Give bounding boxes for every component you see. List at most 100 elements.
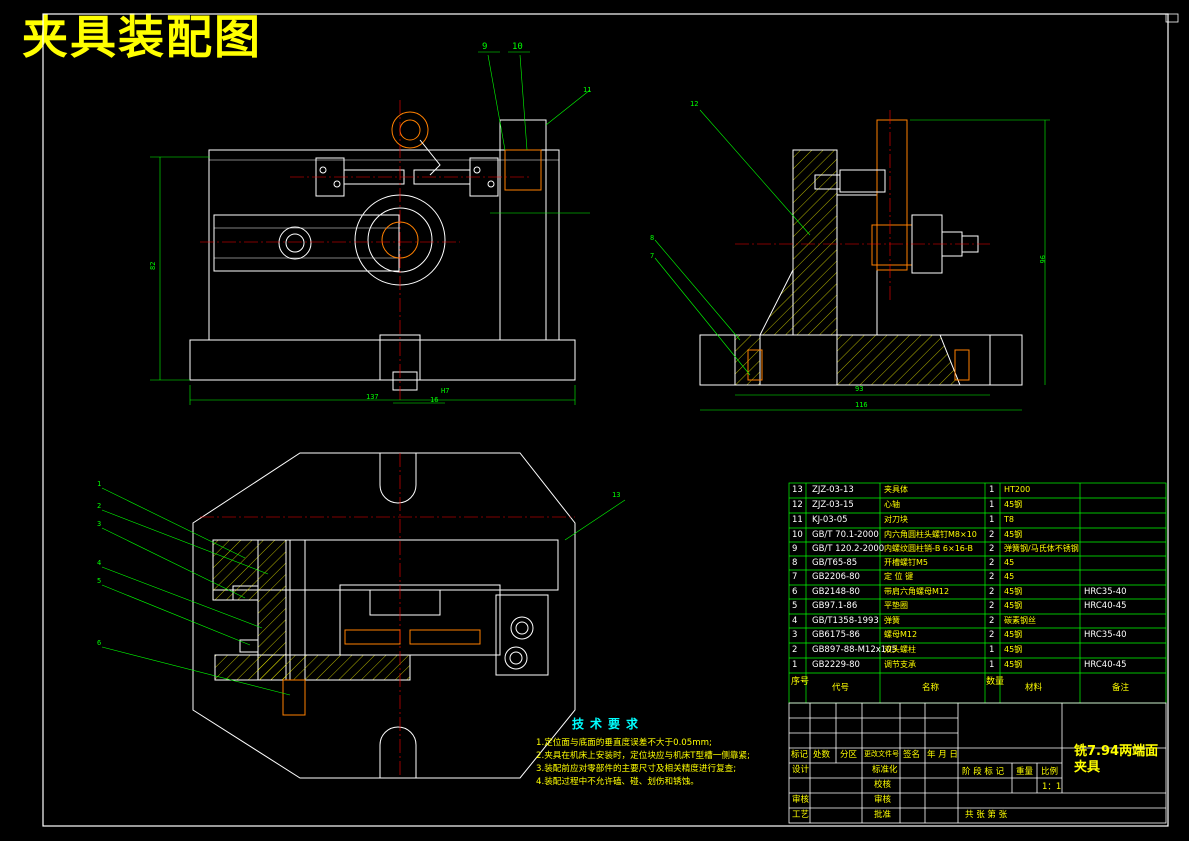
balloon-5: 5: [97, 577, 101, 585]
parts-remark-cell: HRC35-40: [1084, 587, 1127, 597]
parts-material-cell: 45钢: [1004, 645, 1023, 654]
parts-name-cell: 调节支承: [884, 660, 916, 669]
parts-no-cell: 7: [792, 572, 798, 582]
parts-material-cell: 弹簧钢/马氏体不锈钢: [1004, 544, 1079, 553]
parts-qty-cell: 2: [989, 558, 995, 568]
header-code: 代号: [832, 683, 850, 693]
parts-no-cell: 1: [792, 660, 798, 670]
parts-name-cell: 带肩六角螺母M12: [884, 587, 950, 596]
parts-name-cell: 内螺纹圆柱销-B 6×16-B: [884, 544, 973, 553]
tb-design: 设计: [792, 765, 810, 775]
tb-sign: 签名: [903, 750, 921, 760]
parts-no-cell: 5: [792, 601, 798, 611]
parts-code-cell: KJ-03-05: [812, 515, 848, 525]
balloon-10: 10: [512, 42, 523, 52]
parts-remark-cell: HRC40-45: [1084, 660, 1127, 670]
parts-name-cell: 夹具体: [884, 485, 908, 494]
parts-no-cell: 10: [792, 530, 803, 540]
tb-scale-label: 比例: [1041, 767, 1059, 777]
side-dimensions: [654, 109, 1050, 411]
balloon-4: 4: [97, 559, 101, 567]
tb-standardize: 标准化: [872, 765, 898, 775]
balloon-7: 7: [650, 252, 654, 260]
dim-slot-tol: H7: [441, 387, 449, 395]
tb-process: 工艺: [792, 810, 810, 820]
parts-name-cell: 弹簧: [884, 616, 900, 625]
front-view: [189, 100, 576, 400]
parts-no-cell: 4: [792, 616, 798, 626]
parts-qty-cell: 1: [989, 485, 995, 495]
parts-qty-cell: 2: [989, 530, 995, 540]
parts-code-cell: GB/T65-85: [812, 558, 858, 568]
parts-no-cell: 11: [792, 515, 803, 525]
dim-side-inner: 93: [855, 385, 863, 393]
tb-doc-no: 更改文件号: [864, 750, 899, 758]
parts-name-cell: 定 位 键: [884, 572, 914, 581]
parts-no-cell: 6: [792, 587, 798, 597]
parts-list-grid: [788, 482, 1167, 704]
tb-audit: 审核: [792, 795, 810, 805]
sheet-frame: [42, 13, 1179, 827]
tb-sheet: 共 张 第 张: [965, 810, 1008, 820]
drawing-name-line1: 铣7.94两端面: [1074, 744, 1159, 759]
parts-no-cell: 2: [792, 645, 798, 655]
parts-code-cell: GB6175-86: [812, 630, 860, 640]
parts-qty-cell: 2: [989, 544, 995, 554]
balloon-13: 13: [612, 491, 620, 499]
parts-name-cell: 平垫圈: [884, 601, 908, 610]
tb-approve: 批准: [874, 810, 892, 820]
parts-material-cell: T8: [1004, 515, 1014, 524]
parts-no-cell: 3: [792, 630, 798, 640]
dim-side-outer: 116: [855, 401, 868, 409]
tech-title: 技术要求: [572, 717, 645, 731]
parts-code-cell: GB2229-80: [812, 660, 860, 670]
parts-material-cell: 45钢: [1004, 601, 1023, 610]
tb-audit2: 审核: [874, 795, 892, 805]
balloon-6: 6: [97, 639, 101, 647]
top-leaders: [101, 487, 626, 696]
header-qty: 数量: [986, 677, 1005, 687]
top-view: [192, 452, 576, 779]
dim-side-height: 96: [1038, 255, 1046, 263]
title-block-grid: [788, 702, 1167, 824]
parts-qty-cell: 1: [989, 645, 995, 655]
parts-no-cell: 8: [792, 558, 798, 568]
parts-name-cell: 开槽螺钉M5: [884, 558, 928, 567]
parts-material-cell: 45钢: [1004, 630, 1023, 639]
tech-item: 2.夹具在机床上安装时，定位块应与机床T型槽一侧靠紧;: [536, 751, 751, 761]
balloon-12: 12: [690, 100, 698, 108]
parts-material-cell: 45: [1004, 572, 1015, 581]
parts-no-cell: 9: [792, 544, 798, 554]
parts-material-cell: 45钢: [1004, 587, 1023, 596]
balloon-1: 1: [97, 480, 101, 488]
tb-mark: 标记: [791, 750, 809, 760]
parts-code-cell: GB2206-80: [812, 572, 860, 582]
parts-name-cell: 螺母M12: [884, 630, 918, 639]
parts-material-cell: 45钢: [1004, 660, 1023, 669]
balloon-8: 8: [650, 234, 654, 242]
parts-code-cell: GB/T1358-1993: [812, 616, 879, 626]
parts-qty-cell: 1: [989, 515, 995, 525]
side-view: [699, 110, 1023, 386]
drawing-name-line2: 夹具: [1074, 760, 1101, 775]
parts-qty-cell: 1: [989, 660, 995, 670]
tech-item: 1.定位面与底面的垂直度误差不大于0.05mm;: [536, 738, 712, 748]
parts-material-cell: HT200: [1004, 485, 1031, 494]
balloon-3: 3: [97, 520, 101, 528]
balloon-11: 11: [583, 86, 591, 94]
parts-code-cell: GB97.1-86: [812, 601, 858, 611]
tb-stage: 阶 段 标 记: [962, 767, 1005, 777]
parts-qty-cell: 2: [989, 616, 995, 626]
tb-scale: 1：1: [1042, 782, 1062, 792]
parts-code-cell: ZJZ-03-13: [812, 485, 854, 495]
parts-qty-cell: 2: [989, 572, 995, 582]
header-name: 名称: [922, 683, 940, 693]
parts-code-cell: GB2148-80: [812, 587, 860, 597]
parts-remark-cell: HRC35-40: [1084, 630, 1127, 640]
parts-no-cell: 12: [792, 500, 803, 510]
parts-code-cell: GB/T 120.2-2000: [812, 544, 885, 554]
parts-name-cell: 内六角圆柱头螺钉M8×10: [884, 530, 977, 539]
tb-count: 处数: [813, 750, 831, 760]
header-material: 材料: [1025, 683, 1043, 693]
